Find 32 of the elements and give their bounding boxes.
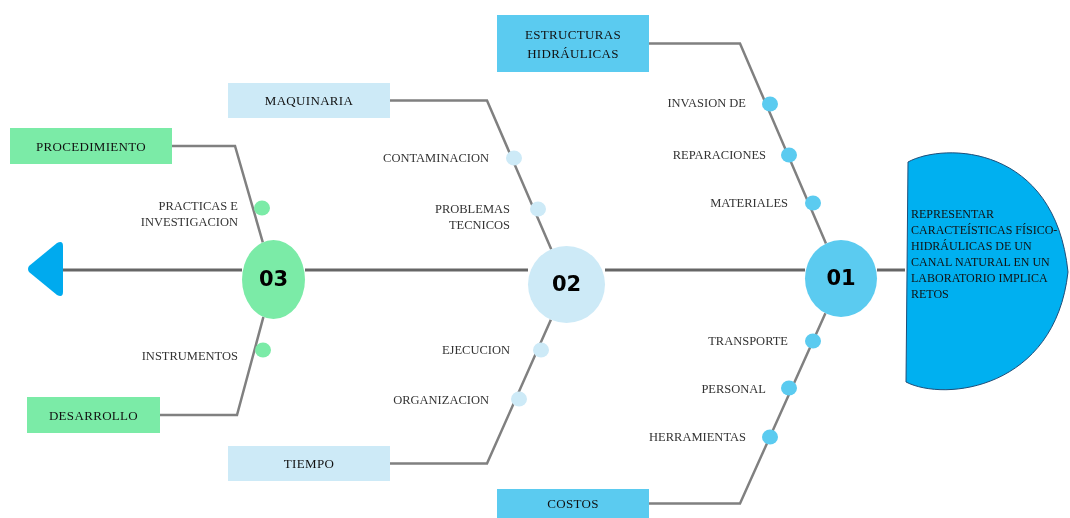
category-box: COSTOS: [497, 489, 649, 518]
cause-label: HERRAMIENTAS: [648, 429, 746, 445]
category-box: MAQUINARIA: [228, 83, 390, 118]
cause-label: REPARACIONES: [671, 147, 766, 163]
cause-label: TRANSPORTE: [707, 333, 788, 349]
branch-line: [605, 268, 805, 272]
category-box: PROCEDIMIENTO: [10, 128, 172, 164]
cause-label: MATERIALES: [709, 195, 788, 211]
branch-line: [649, 42, 828, 244]
branch-line: [305, 268, 528, 272]
number-circle: 03: [242, 240, 305, 319]
branch-line: [390, 99, 553, 250]
cause-label: CONTAMINACION: [382, 150, 489, 166]
cause-label: ORGANIZACION: [392, 392, 489, 408]
problem-statement: REPRESENTAR CARACTEÍSTICAS FÍSICO-HIDRÁULICAS DE UN CANAL NATURAL EN UN LABORATORIO IMPLICA RETOS: [911, 206, 1059, 302]
branch-line: [160, 316, 265, 417]
arrow-tail-shape: [27, 240, 63, 298]
cause-label: INSTRUMENTOS: [140, 348, 238, 364]
number-circle: 01: [805, 240, 877, 317]
cause-label: EJECUCION: [440, 342, 510, 358]
category-box: ESTRUCTURAS HIDRÁULICAS: [497, 15, 649, 72]
spine-line: [61, 268, 242, 272]
cause-label: PROBLEMAS TECNICOS: [433, 201, 510, 233]
cause-label: INVASION DE: [666, 95, 746, 111]
category-box: TIEMPO: [228, 446, 390, 481]
category-box: DESARROLLO: [27, 397, 160, 433]
number-circle: 02: [528, 246, 605, 323]
branch-line: [390, 319, 552, 465]
branch-line: [172, 144, 264, 243]
branch-line: [877, 268, 905, 272]
cause-label: PERSONAL: [700, 381, 766, 397]
cause-label: PRACTICAS E INVESTIGACION: [139, 198, 238, 230]
